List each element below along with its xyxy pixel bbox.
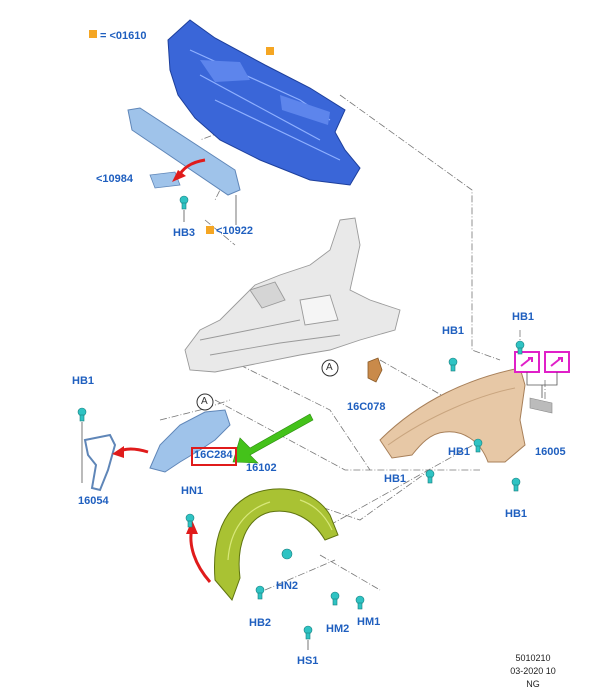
label-hn1: HN1 bbox=[181, 485, 204, 497]
callout-letter-a-upper: A bbox=[326, 362, 333, 373]
tool-icon-boxes bbox=[514, 351, 570, 398]
label-16c284: 16C284 bbox=[194, 449, 233, 461]
label-hb3: HB3 bbox=[173, 227, 196, 239]
label-hn2: HN2 bbox=[276, 580, 299, 592]
label-01610: = <01610 bbox=[100, 30, 147, 42]
cowl-side-shield bbox=[127, 107, 241, 196]
red-arrow-cowl-head bbox=[172, 170, 186, 182]
label-16054: 16054 bbox=[78, 495, 109, 507]
red-arrow-liner bbox=[189, 527, 212, 583]
callout-letter-a-lower: A bbox=[201, 396, 208, 407]
marker-square-cowl bbox=[266, 47, 274, 55]
fender-tag bbox=[529, 397, 553, 414]
label-16005: 16005 bbox=[535, 446, 566, 458]
bracket-16054 bbox=[83, 433, 117, 492]
red-arrow-16054-head bbox=[112, 446, 124, 458]
label-10922: <10922 bbox=[216, 225, 254, 237]
label-hb2: HB2 bbox=[249, 617, 272, 629]
green-arrow bbox=[232, 413, 314, 464]
marker-square-01610 bbox=[89, 30, 97, 38]
splash-shield-16c284 bbox=[149, 409, 231, 473]
label-16c078: 16C078 bbox=[347, 401, 386, 413]
label-hb1-top-mid: HB1 bbox=[442, 325, 465, 337]
label-hs1: HS1 bbox=[297, 655, 319, 667]
label-10984: <10984 bbox=[96, 173, 134, 185]
diagram-region: NG bbox=[526, 679, 540, 689]
diagram-code: 5010210 bbox=[515, 653, 551, 663]
wheel-arch-liner bbox=[214, 488, 339, 601]
fender bbox=[379, 367, 526, 463]
label-hm1: HM1 bbox=[357, 616, 381, 628]
label-hb1-top-right: HB1 bbox=[512, 311, 535, 323]
highlight-box-16c284 bbox=[191, 447, 237, 466]
callout-a-lower bbox=[196, 393, 214, 411]
cowl-panel bbox=[167, 19, 361, 186]
label-hm2: HM2 bbox=[326, 623, 350, 635]
label-hb1-fender-mid: HB1 bbox=[448, 446, 471, 458]
bracket-16c078 bbox=[367, 357, 383, 383]
label-hb1-left: HB1 bbox=[72, 375, 95, 387]
clips bbox=[77, 195, 525, 640]
label-hb1-fender-bottom: HB1 bbox=[505, 508, 528, 520]
label-hb1-fender-low: HB1 bbox=[384, 473, 407, 485]
body-shell bbox=[184, 217, 401, 373]
marker-square-10922 bbox=[206, 226, 214, 234]
diagram-date: 03-2020 10 bbox=[510, 666, 556, 676]
label-16102: 16102 bbox=[246, 462, 277, 474]
callout-a-upper bbox=[321, 359, 339, 377]
